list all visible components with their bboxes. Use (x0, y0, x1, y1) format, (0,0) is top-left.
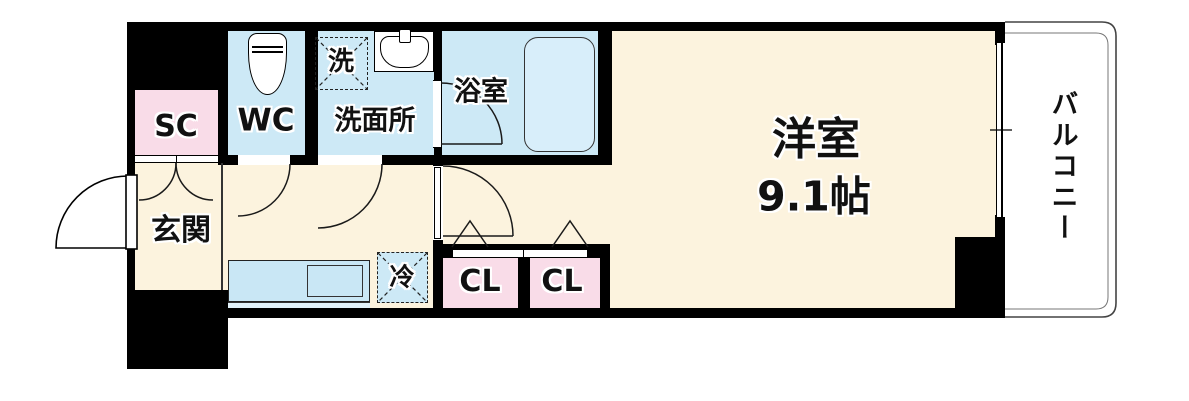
entry-door-swing (55, 175, 129, 249)
kitchen-counter-base (228, 302, 370, 308)
wc-label: WC (237, 102, 295, 139)
wall-block-top-left (127, 22, 228, 90)
wall-bathroom-room (598, 22, 612, 165)
wall-top (127, 22, 1005, 31)
kitchen-counter-icon (228, 260, 370, 302)
washer-space-icon (315, 37, 368, 90)
fridge-label: 冷 (389, 262, 415, 292)
fridge-x-mark2 (377, 252, 428, 303)
entrance-label: 玄関 (151, 213, 211, 248)
room-door-swing (442, 165, 514, 237)
entrance-step-line (221, 163, 223, 290)
kitchen-sink-icon (307, 265, 363, 297)
shoe-closet-label: SC (154, 109, 198, 144)
wall-window-tab-bottom (995, 215, 1007, 240)
room-door-leaf (434, 167, 441, 239)
wall-wet-area-bottom (218, 155, 612, 165)
toilet-tank-line (252, 46, 283, 48)
balcony-rail-outer (1005, 21, 1117, 318)
wall-bottom (228, 308, 1005, 318)
washroom-door-swing (317, 163, 383, 229)
entry-door-leaf (125, 174, 138, 250)
wall-left-upper (127, 22, 135, 175)
closet2-label: CL (541, 264, 583, 299)
wall-wc-washroom (305, 22, 318, 165)
washroom-door-opening (318, 155, 382, 165)
wc-door-swing (237, 163, 291, 217)
fridge-x-mark (377, 252, 428, 303)
balcony-rail-inner (1005, 32, 1109, 310)
closet1-area (443, 258, 518, 308)
bathroom-door-swing (440, 82, 503, 145)
shoe-closet-door-track-divider (176, 155, 177, 163)
sc-door-swing-left (138, 162, 177, 201)
bathtub-icon (524, 37, 595, 152)
bathroom-door-opening (433, 80, 441, 148)
closet-door-track (452, 249, 588, 258)
wc-door-opening (238, 155, 290, 165)
closet1-label: CL (459, 264, 501, 299)
washer-label: 洗 (327, 47, 355, 77)
sink-faucet-icon (399, 29, 411, 43)
toilet-seat-line (252, 51, 283, 53)
wall-pillar-bottom-right (955, 237, 1005, 318)
western-room-area (612, 31, 997, 310)
wall-left-lower (127, 248, 135, 296)
western-room-size: 9.1帖 (757, 172, 871, 221)
balcony-label: バルコニー (1046, 89, 1078, 245)
wall-window-tab-top (995, 31, 1007, 45)
closet-door-track-divider (523, 249, 524, 258)
wall-block-bottom-left (127, 290, 228, 369)
western-room-label: 洋室 (772, 114, 860, 165)
wall-sc-wc (218, 22, 228, 165)
shoe-closet-area (135, 90, 218, 163)
closet1-folding-door-icon (451, 219, 489, 248)
closet2-area (530, 258, 600, 308)
closet2-folding-door-icon (551, 219, 589, 248)
sc-door-swing-right (175, 162, 214, 201)
washroom-label: 洗面所 (334, 105, 416, 137)
washer-x-mark2 (315, 37, 368, 90)
bathroom-label: 浴室 (454, 76, 508, 108)
